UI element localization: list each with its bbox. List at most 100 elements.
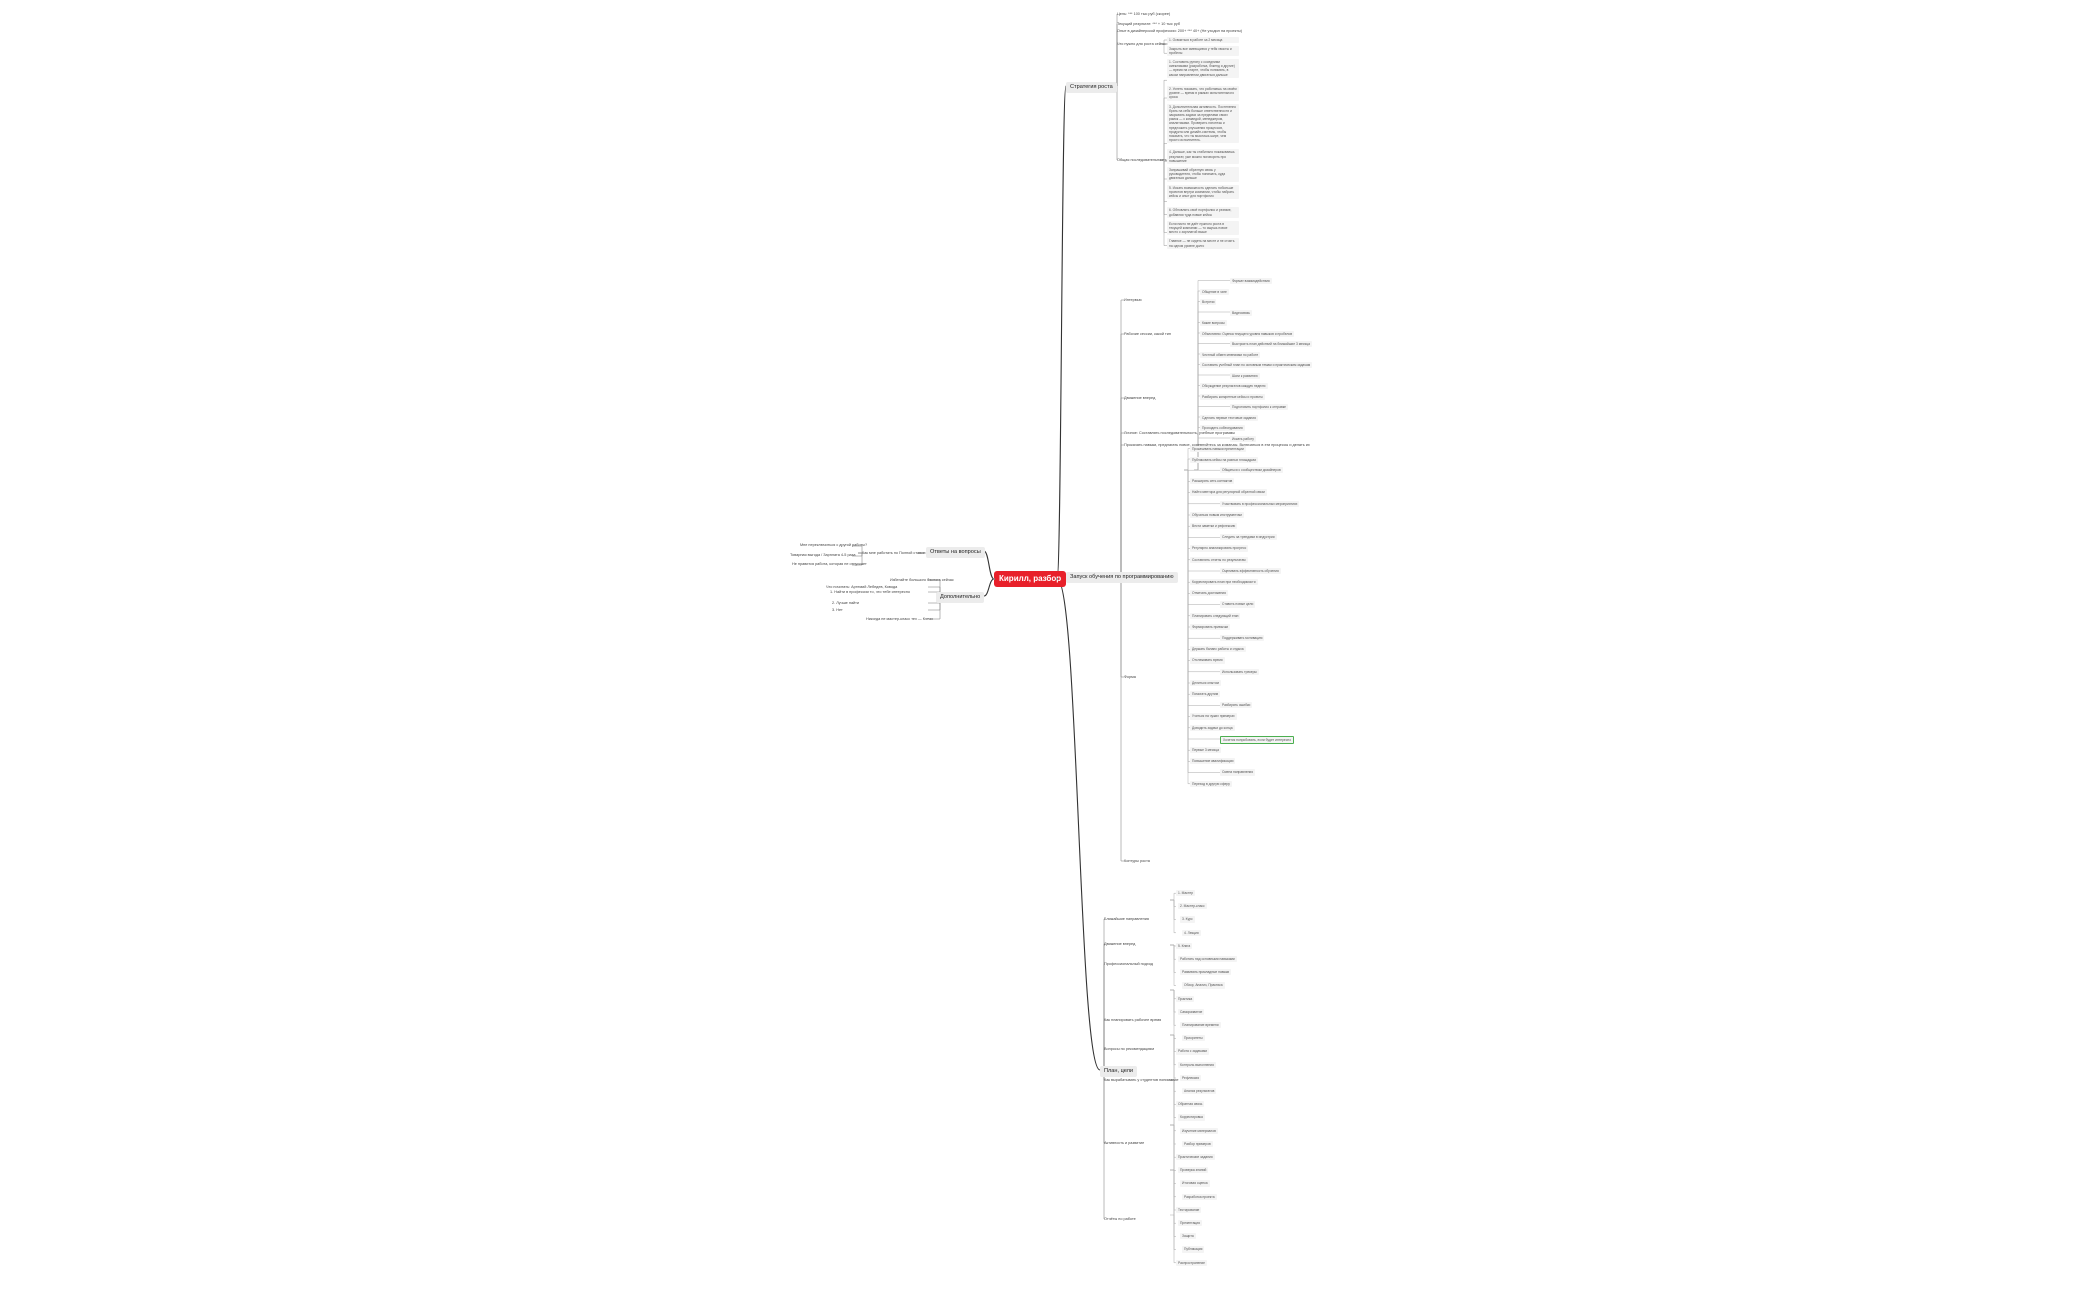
plan-note[interactable]: Практические задания (1176, 1154, 1215, 1161)
plan-group[interactable]: Движение вперед (1104, 942, 1136, 946)
plan-note[interactable]: Корректировка (1178, 1114, 1205, 1121)
branch-questions[interactable]: Ответы на вопросы (926, 547, 985, 558)
plan-note[interactable]: Разработка проекта (1182, 1193, 1217, 1200)
training-group[interactable]: Прокачать навыки, предлагать новое, соре… (1124, 443, 1310, 447)
strategy-item[interactable]: Опыт в дизайнерской профессии: 200+ *** … (1117, 29, 1243, 33)
plan-group[interactable]: Как планировать рабочее время (1104, 1018, 1162, 1022)
training-note[interactable]: Искать работу (1230, 435, 1256, 442)
training-note[interactable]: Объективно: Оценка текущего уровня навык… (1200, 330, 1295, 337)
strategy-note[interactable]: Закрыть все имеющиеся у тебя хвосты и пр… (1167, 46, 1239, 57)
extra-item[interactable]: Избегайте большого бэклога сейчас (890, 578, 954, 582)
training-note[interactable]: Вести заметки и рефлексию (1190, 523, 1238, 530)
training-note[interactable]: Проходить собеседования (1200, 425, 1245, 432)
training-note[interactable]: Разбирать конкретные кейсы и проекты (1200, 393, 1265, 400)
strategy-note[interactable]: 1. Составить рутину с соседними смежника… (1167, 59, 1239, 78)
plan-note[interactable]: Приоритеты (1182, 1035, 1205, 1042)
branch-extra[interactable]: Дополнительно (936, 592, 985, 603)
question-item[interactable]: Товарная выгода / Зарплата 4-5 раза (790, 553, 856, 557)
strategy-item[interactable]: Общая последовательность роста: (1117, 158, 1179, 162)
plan-note[interactable]: Разбор примеров (1182, 1140, 1213, 1147)
strategy-item[interactable]: Что нужно для роста сейчас: (1117, 42, 1168, 46)
plan-note[interactable]: 2. Мастер-класс (1178, 903, 1207, 910)
extra-item[interactable]: Никогда не мастер-класс тех — Кэтчи (866, 617, 933, 621)
plan-note[interactable]: Работа с задачами (1176, 1048, 1210, 1055)
training-note[interactable]: Учиться на чужих примерах (1190, 713, 1237, 720)
training-note[interactable]: Отмечать достижения (1190, 590, 1228, 597)
plan-note[interactable]: Проверка знаний (1178, 1167, 1209, 1174)
training-note[interactable]: Участвовать в профессиональных мероприят… (1220, 500, 1300, 507)
training-note[interactable]: Планировать следующий этап (1190, 612, 1241, 619)
strategy-note[interactable]: 3. Дополнительная активность. Постепенно… (1167, 104, 1239, 143)
plan-group[interactable]: Вопросы по рекомендациям (1104, 1047, 1154, 1051)
plan-note[interactable]: 1. Мастер (1176, 890, 1196, 897)
strategy-note[interactable]: Запрашивай обратную связь у руководителя… (1167, 167, 1239, 182)
training-note[interactable]: Доводить задачи до конца (1190, 724, 1235, 731)
plan-note[interactable]: Саморазвитие (1178, 1008, 1205, 1015)
training-note[interactable]: Разбирать ошибки (1220, 702, 1253, 709)
extra-item[interactable]: 2. Лучше найти (832, 601, 860, 605)
training-note[interactable]: Ставить новые цели (1220, 601, 1256, 608)
plan-note[interactable]: Обзор, Анализ, Практика (1182, 982, 1225, 989)
strategy-note[interactable]: Если никто не даёт нужного роста в текущ… (1167, 220, 1239, 235)
training-note[interactable]: Составлять отчеты по результатам (1190, 556, 1248, 563)
strategy-note[interactable]: 6. Обновлять своё портфолио и резюме, до… (1167, 207, 1239, 218)
training-note[interactable]: Переход в другую сферу (1190, 780, 1232, 787)
plan-note[interactable]: Итоговая оценка (1180, 1180, 1210, 1187)
training-note[interactable]: Обучаться новым инструментам (1190, 511, 1244, 518)
strategy-note[interactable]: 2. Успеть показать, что работаешь на сво… (1167, 86, 1239, 101)
training-group[interactable]: Рабочие сессии, какой тип (1124, 332, 1171, 336)
plan-note[interactable]: Публикация (1182, 1246, 1205, 1253)
training-note[interactable]: Видеосвязь (1230, 309, 1253, 316)
training-group[interactable]: Форма (1124, 675, 1136, 679)
branch-training[interactable]: Запуск обучения по программированию (1066, 572, 1178, 583)
plan-group[interactable]: Как вырабатывать у студентов понимание (1104, 1078, 1179, 1082)
training-note[interactable]: Прокачивать навыки презентации (1190, 446, 1246, 453)
plan-group[interactable]: Ближайшие направления (1104, 917, 1149, 921)
plan-note[interactable]: Защита (1180, 1233, 1196, 1240)
training-note[interactable]: Обсуждение результатов каждую неделю (1200, 383, 1268, 390)
training-note[interactable]: Оценивать эффективность обучения (1220, 567, 1281, 574)
plan-group[interactable]: Отчёты по работе (1104, 1217, 1136, 1221)
plan-note[interactable]: 5. Книга (1176, 942, 1193, 949)
strategy-item[interactable]: Цель: *** 100 тыс руб (скорее) (1117, 12, 1171, 16)
training-group[interactable]: Личное: Составлять последовательность, у… (1124, 431, 1235, 435)
training-note[interactable]: Держать баланс работы и отдыха (1190, 646, 1246, 653)
plan-group[interactable]: Активность и развитие (1104, 1141, 1145, 1145)
plan-note[interactable]: Изучение материалов (1180, 1127, 1218, 1134)
training-note[interactable]: Какие вопросы (1200, 320, 1227, 327)
training-note[interactable]: Подготовить портфолио к отправке (1230, 404, 1289, 411)
training-note[interactable]: Общение в чате (1200, 288, 1229, 295)
plan-note[interactable]: Анализ результатов (1182, 1088, 1217, 1095)
training-note[interactable]: Регулярно анализировать прогресс (1190, 545, 1249, 552)
strategy-note[interactable]: 4. Дальше, как ты стабильно показываешь … (1167, 149, 1239, 164)
question-item[interactable]: Мне переключиться с другой работы? (800, 543, 868, 547)
training-note[interactable]: Корректировать план при необходимости (1190, 579, 1258, 586)
plan-note[interactable]: Развивать прикладные навыки (1180, 969, 1232, 976)
plan-note[interactable]: 3. Курс (1180, 916, 1195, 923)
plan-note[interactable]: Обратная связь (1176, 1101, 1205, 1108)
training-note[interactable]: Отслеживать время (1190, 657, 1225, 664)
training-note[interactable]: Шаги к развитию (1230, 372, 1260, 379)
plan-note[interactable]: Контроль выполнения (1178, 1061, 1216, 1068)
extra-item[interactable]: Что почитать: Артемий Лебедев, Ковода (826, 585, 898, 589)
strategy-note[interactable]: 1. Освоиться в работе за 2 месяца (1167, 37, 1239, 44)
training-note[interactable]: Делиться опытом (1190, 679, 1221, 686)
training-note[interactable]: Составить учебный план по основным темам… (1200, 362, 1313, 369)
training-note[interactable]: Повышение квалификации (1190, 758, 1236, 765)
training-note[interactable]: Помогать другим (1190, 691, 1221, 698)
training-note[interactable]: Следить за трендами в индустрии (1220, 534, 1277, 541)
plan-note[interactable]: Распространение (1176, 1259, 1207, 1266)
training-note[interactable]: Сделать первые тестовые задания (1200, 414, 1258, 421)
strategy-note[interactable]: 5. Искать возможность сделать побольше п… (1167, 185, 1239, 200)
training-group[interactable]: Интервью (1124, 298, 1142, 302)
training-note[interactable]: Поддерживать мотивацию (1220, 635, 1265, 642)
training-note[interactable]: Расширять сеть контактов (1190, 478, 1235, 485)
plan-group[interactable]: Профессиональный подход (1104, 962, 1154, 966)
training-group[interactable]: Движение вперед (1124, 396, 1156, 400)
training-note[interactable]: Формат взаимодействия (1230, 278, 1272, 285)
question-item[interactable]: Как мне работать по Полной ставке (862, 551, 925, 555)
training-note[interactable]: Честный обмен мнениями по работе (1200, 351, 1261, 358)
plan-note[interactable]: Планирование времени (1180, 1022, 1221, 1029)
plan-note[interactable]: Практика (1176, 995, 1195, 1002)
strategy-item[interactable]: Текущий результат: *** + 10 тыс руб (1117, 22, 1181, 26)
